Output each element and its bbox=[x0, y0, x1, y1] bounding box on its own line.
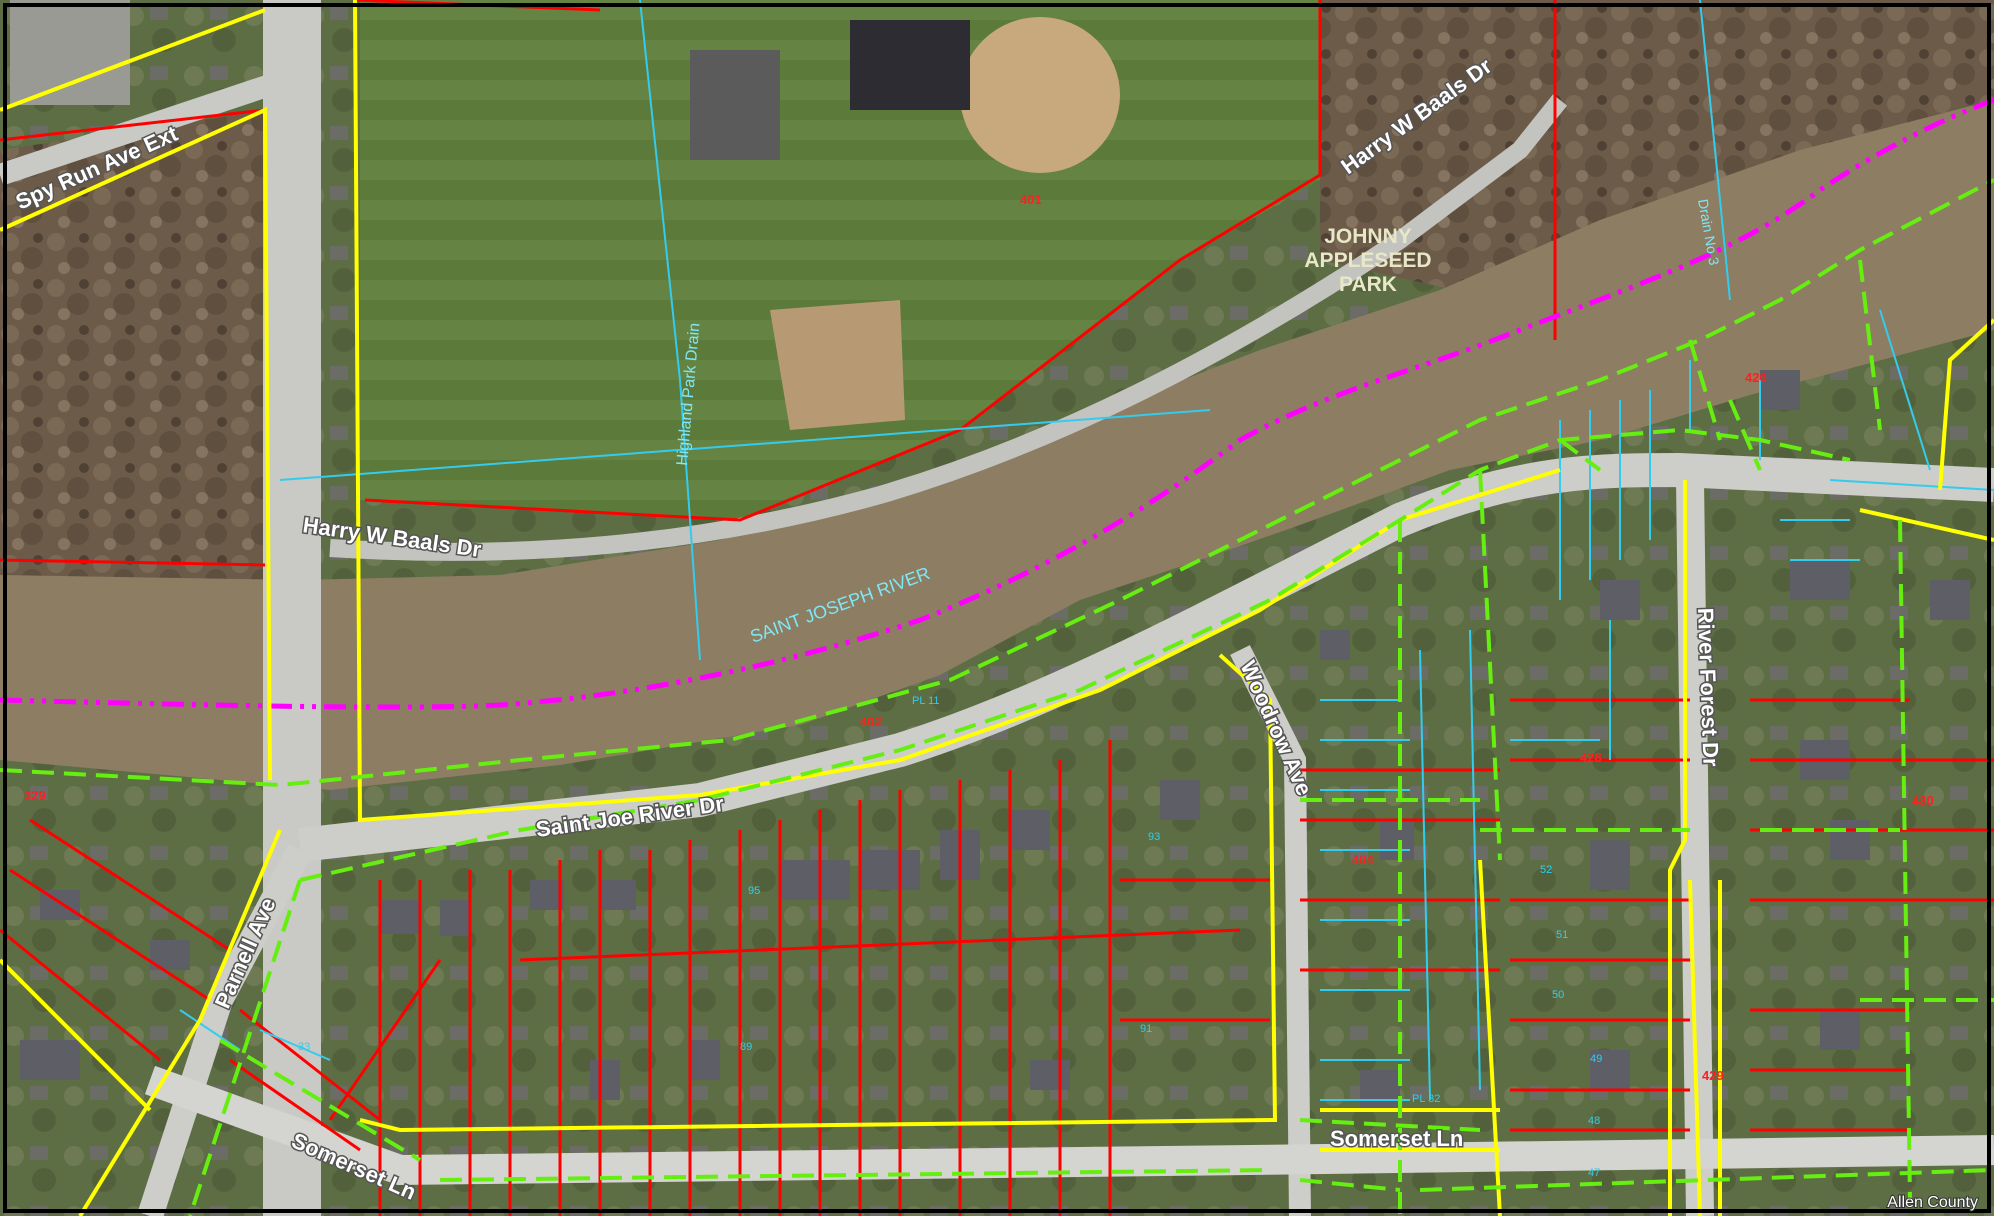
district-429: 429 bbox=[1702, 1068, 1724, 1083]
saint-joe-river-drive-road bbox=[298, 452, 1994, 862]
street-label-somerset-east: Somerset Ln bbox=[1330, 1126, 1463, 1151]
district-402: 402 bbox=[860, 714, 882, 729]
lot-pl32: PL 32 bbox=[1412, 1093, 1440, 1105]
park-label: JOHNNY APPLESEED PARK bbox=[1304, 225, 1431, 296]
attribution-label: Allen County bbox=[1887, 1194, 1978, 1211]
baals-drive-road bbox=[329, 94, 1568, 561]
lot-50: 50 bbox=[1552, 989, 1564, 1001]
district-401: 401 bbox=[1020, 192, 1042, 207]
lot-lines-cyan bbox=[179, 0, 1994, 1101]
parnell-road bbox=[137, 843, 312, 1216]
lot-91: 91 bbox=[1140, 1023, 1152, 1035]
houses bbox=[20, 370, 1970, 1110]
lot-pl11: PL 11 bbox=[912, 695, 940, 707]
lot-89: 89 bbox=[740, 1041, 752, 1053]
ballfield-south bbox=[770, 300, 905, 430]
zoning-boundaries-green bbox=[0, 178, 1994, 1216]
lot-47: 47 bbox=[1588, 1167, 1600, 1179]
park-label-line3: PARK bbox=[1339, 273, 1397, 296]
woodrow-road bbox=[1230, 645, 1311, 1216]
lot-93: 93 bbox=[1148, 831, 1160, 843]
lot-51: 51 bbox=[1556, 929, 1568, 941]
building-roof bbox=[850, 20, 970, 110]
park-label-line2: APPLESEED bbox=[1304, 249, 1431, 272]
lot-95: 95 bbox=[748, 885, 760, 897]
spy-run-road bbox=[0, 74, 274, 186]
lot-52: 52 bbox=[1540, 864, 1552, 876]
district-430: 430 bbox=[1912, 793, 1934, 808]
lot-33: 33 bbox=[298, 1041, 310, 1053]
substation bbox=[10, 0, 130, 105]
district-426: 426 bbox=[1745, 370, 1767, 385]
district-329: 329 bbox=[24, 788, 46, 803]
parking-lot bbox=[690, 50, 780, 160]
northeast-woods bbox=[1320, 0, 1994, 300]
district-numbers: 401 402 404 426 428 429 430 329 bbox=[24, 192, 1934, 1083]
somerset-road bbox=[144, 1065, 1994, 1186]
lot-48: 48 bbox=[1588, 1115, 1600, 1127]
lot-49: 49 bbox=[1590, 1053, 1602, 1065]
district-428: 428 bbox=[1580, 750, 1602, 765]
park-label-line1: JOHNNY bbox=[1324, 225, 1412, 248]
river-surface bbox=[0, 100, 1994, 790]
river-centerline bbox=[0, 97, 1994, 710]
map-frame bbox=[3, 3, 1991, 1213]
district-404: 404 bbox=[1352, 852, 1374, 867]
lot-numbers: 52 51 50 49 48 47 33 93 95 91 89 PL 11 P… bbox=[298, 695, 1602, 1179]
ballfield-north bbox=[960, 17, 1120, 173]
